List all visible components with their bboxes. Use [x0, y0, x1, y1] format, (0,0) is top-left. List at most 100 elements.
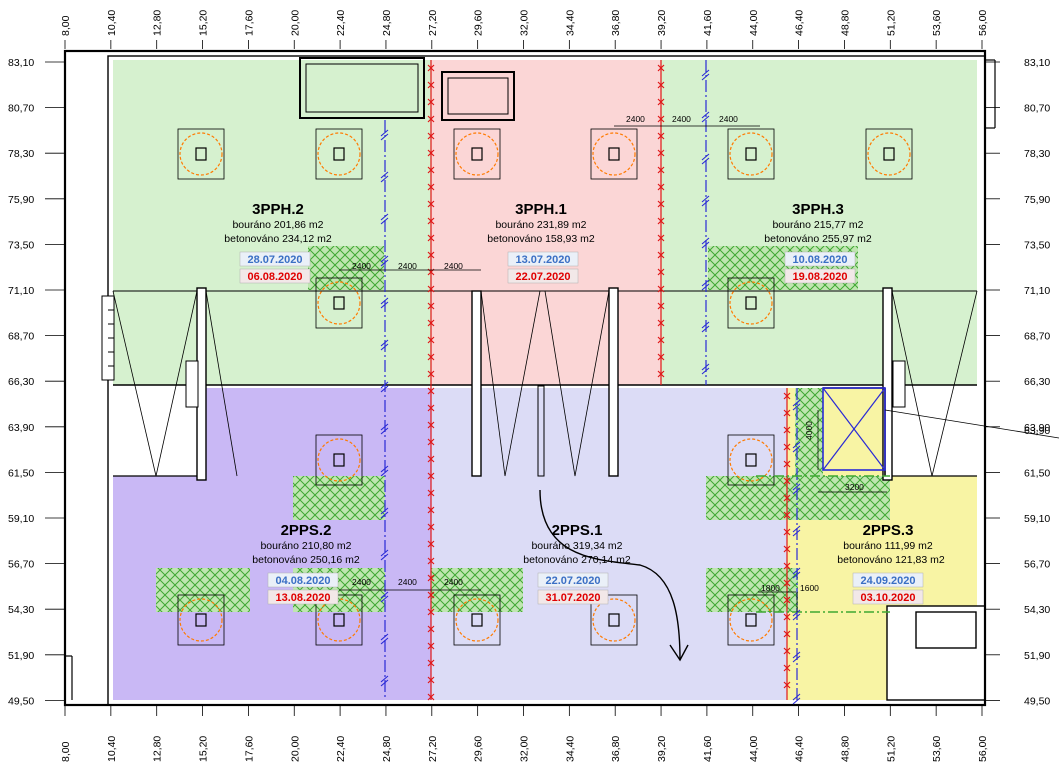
- dim-label: 4000: [804, 421, 814, 440]
- y-axis-label-right: 68,70: [1024, 331, 1050, 343]
- dim-label: 2400: [398, 261, 417, 271]
- cut-mark: [657, 115, 665, 123]
- y-axis-label-left: 68,70: [8, 331, 34, 343]
- y-axis-label-right: 78,30: [1024, 148, 1050, 160]
- y-axis-label-left: 63,90: [8, 422, 34, 434]
- y-axis-label-left: 83,10: [8, 57, 34, 69]
- zone-concreted: betonováno 255,97 m2: [764, 233, 872, 245]
- pillar: [453, 128, 501, 180]
- x-axis-label-bottom: 12,80: [152, 736, 164, 762]
- y-axis-label-right: 63,90: [1024, 425, 1050, 437]
- dim-label: 2400: [626, 114, 645, 124]
- x-axis-label-top: 10,40: [106, 10, 118, 36]
- cut-mark: [657, 81, 665, 89]
- x-axis-label-top: 41,60: [702, 10, 714, 36]
- x-axis-label-bottom: 44,00: [748, 736, 760, 762]
- x-axis-label-top: 17,60: [243, 10, 255, 36]
- zone-demolished: bouráno 215,77 m2: [772, 219, 863, 231]
- x-axis-label-top: 34,40: [564, 10, 576, 36]
- cut-mark: [657, 200, 665, 208]
- x-axis-label-top: 8,00: [60, 15, 72, 36]
- zone-demolished: bouráno 210,80 m2: [260, 540, 351, 552]
- joint-mark: [701, 363, 710, 375]
- y-axis-label-right: 51,90: [1024, 650, 1050, 662]
- y-axis-label-left: 73,50: [8, 239, 34, 251]
- cut-mark: [427, 557, 435, 565]
- joint-mark: [380, 465, 389, 477]
- joint-mark: [380, 297, 389, 309]
- walls: [63, 49, 1059, 707]
- joint-mark: [380, 675, 389, 687]
- zone-3pph1: 3PPH.1 bouráno 231,89 m2 betonováno 158,…: [487, 201, 595, 284]
- joint-mark: [380, 381, 389, 393]
- x-axis-label-top: 22,40: [335, 10, 347, 36]
- cut-mark: [427, 574, 435, 582]
- x-axis-label-top: 20,00: [289, 10, 301, 36]
- cut-mark: [427, 200, 435, 208]
- y-axis-label-left: 80,70: [8, 103, 34, 115]
- zone-concreted: betonováno 250,16 m2: [252, 554, 360, 566]
- joint-mark: [380, 591, 389, 603]
- cut-mark: [657, 183, 665, 191]
- cut-mark: [427, 404, 435, 412]
- x-axis-label-top: 36,80: [610, 10, 622, 36]
- zone-concreted: betonováno 234,12 m2: [224, 233, 332, 245]
- cut-mark: [783, 443, 791, 451]
- x-axis-label-top: 32,00: [519, 10, 531, 36]
- zone-2pps3: 2PPS.3 bouráno 111,99 m2 betonováno 121,…: [837, 522, 945, 605]
- joint-mark: [380, 549, 389, 561]
- cut-mark: [427, 455, 435, 463]
- dim-label: 1800: [761, 583, 780, 593]
- x-axis-label-top: 48,80: [839, 10, 851, 36]
- hatch-area: [156, 568, 250, 612]
- zone-demolished: bouráno 319,34 m2: [531, 540, 622, 552]
- dim-label: 1600: [800, 583, 819, 593]
- pillar: [315, 277, 363, 329]
- pillar: [590, 594, 638, 646]
- x-axis-label-top: 51,20: [885, 10, 897, 36]
- x-axis-label-bottom: 27,20: [427, 736, 439, 762]
- pillar: [177, 594, 225, 646]
- x-axis-label-top: 46,40: [794, 10, 806, 36]
- y-axis-label-right: 75,90: [1024, 194, 1050, 206]
- cut-mark: [427, 132, 435, 140]
- cut-mark: [657, 319, 665, 327]
- cut-mark: [783, 596, 791, 604]
- pillar: [453, 594, 501, 646]
- dimensions: [339, 125, 887, 612]
- cut-mark: [427, 319, 435, 327]
- joint-mark: [701, 195, 710, 207]
- cut-mark: [427, 353, 435, 361]
- cut-mark: [657, 217, 665, 225]
- zone-2pps2: 2PPS.2 bouráno 210,80 m2 betonováno 250,…: [252, 522, 360, 605]
- cut-mark: [427, 591, 435, 599]
- cut-mark: [657, 149, 665, 157]
- cut-mark: [427, 438, 435, 446]
- y-axis-label-right: 83,10: [1024, 57, 1050, 69]
- joint-lines: [380, 60, 890, 705]
- cut-mark: [427, 659, 435, 667]
- y-axis-label-left: 78,30: [8, 148, 34, 160]
- y-axis-label-left: 75,90: [8, 194, 34, 206]
- x-axis-label-bottom: 22,40: [335, 736, 347, 762]
- joint-mark: [701, 69, 710, 81]
- x-axis-label-top: 56,00: [977, 10, 989, 36]
- cut-mark: [783, 392, 791, 400]
- joint-mark: [792, 441, 801, 453]
- x-axis-label-bottom: 10,40: [106, 736, 118, 762]
- pillar: [315, 128, 363, 180]
- cut-mark: [427, 251, 435, 259]
- joint-mark: [792, 609, 801, 621]
- pillar: [727, 277, 775, 329]
- date-demolished: 13.07.2020: [515, 254, 570, 266]
- date-demolished: 10.08.2020: [792, 254, 847, 266]
- y-axis-label-left: 54,30: [8, 604, 34, 616]
- zone-3pph2: 3PPH.2 bouráno 201,86 m2 betonováno 234,…: [224, 201, 332, 284]
- cut-mark: [427, 370, 435, 378]
- date-concreted: 19.08.2020: [792, 271, 847, 283]
- joint-mark: [380, 633, 389, 645]
- zone-2pps1: 2PPS.1 bouráno 319,34 m2 betonováno 270,…: [523, 522, 631, 605]
- x-axis-label-bottom: 36,80: [610, 736, 622, 762]
- pillar: [727, 128, 775, 180]
- pillar: [177, 128, 225, 180]
